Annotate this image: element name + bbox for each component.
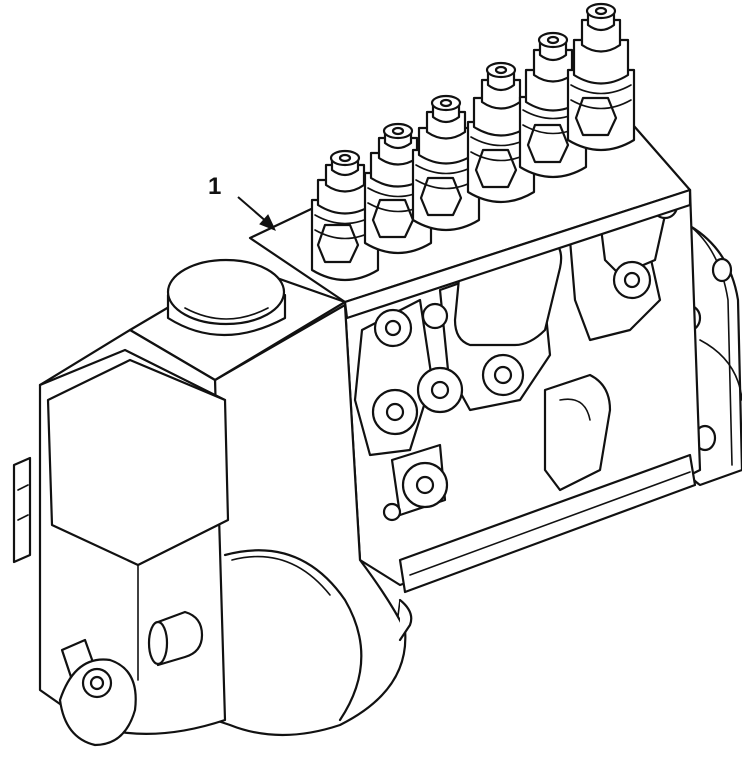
governor-housing bbox=[12, 258, 413, 747]
delivery-valve-holders bbox=[310, 2, 636, 281]
mounting-bosses bbox=[371, 158, 679, 509]
delivery-valve-holder bbox=[411, 94, 481, 231]
delivery-valve-holder bbox=[518, 31, 588, 178]
callout-label: 1 bbox=[208, 173, 221, 200]
callout-arrowhead bbox=[259, 214, 276, 231]
pump-side-castings bbox=[353, 198, 667, 517]
callout-leader-line bbox=[237, 196, 269, 224]
delivery-valve-holder bbox=[566, 2, 636, 151]
delivery-valve-holder bbox=[310, 149, 380, 281]
callout-1: 1 bbox=[208, 173, 276, 231]
